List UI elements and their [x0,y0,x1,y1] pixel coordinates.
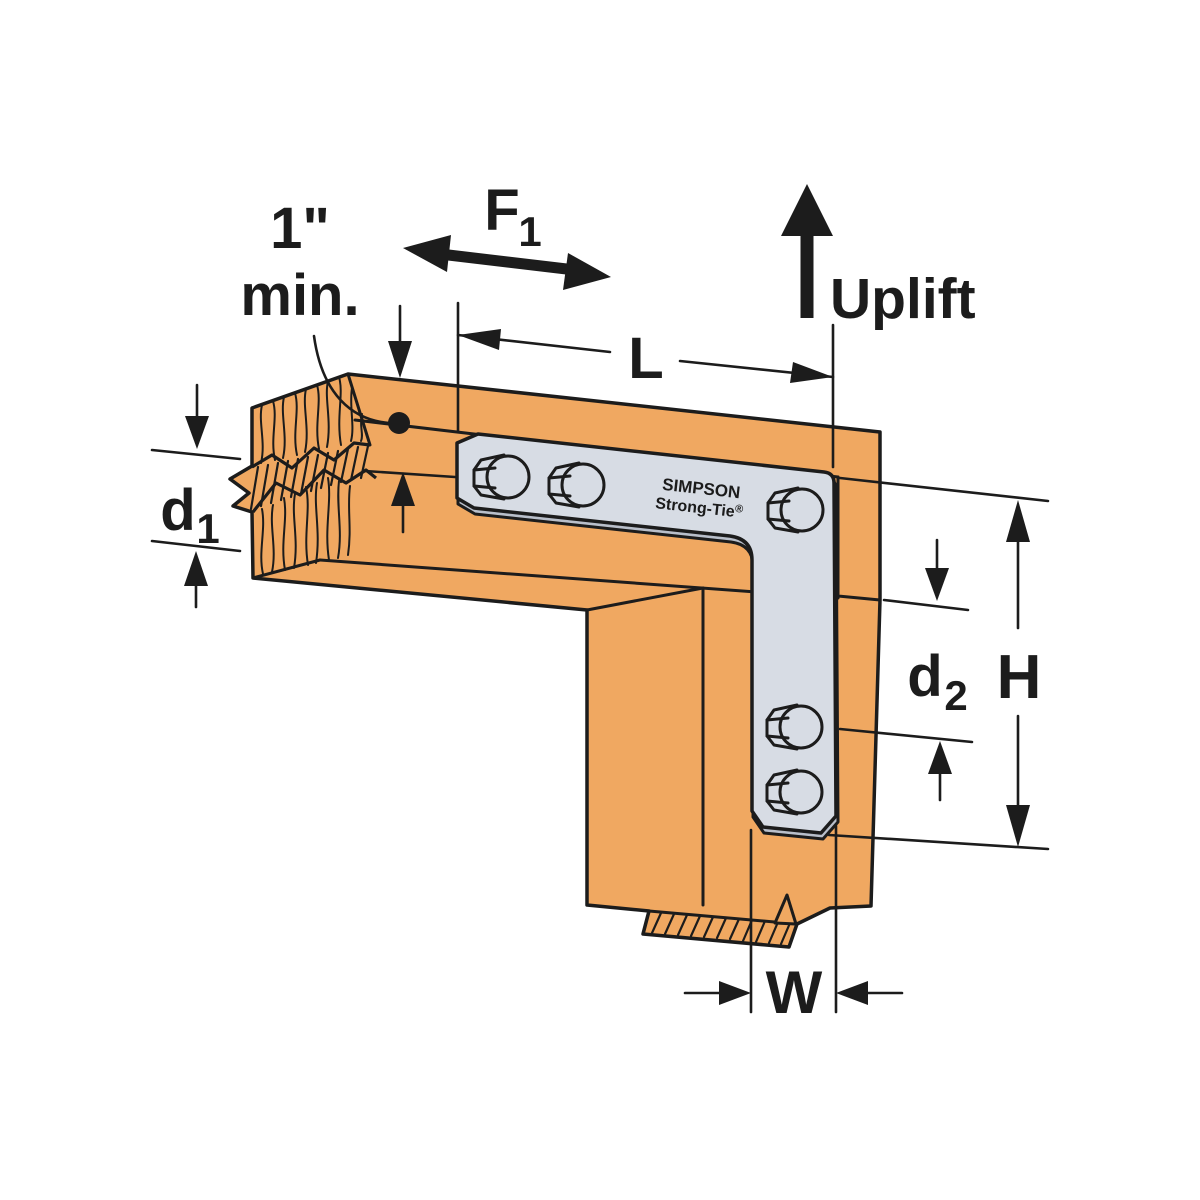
left-arrowhead-icon [836,981,868,1005]
post-cut-hatch-lines [650,911,792,946]
annotations: 1" min. F 1 Uplift [150,178,1050,1026]
up-arrow-icon [391,472,415,506]
down-arrow-icon [1006,805,1030,847]
min-distance-label-line2: min. [240,263,359,328]
d2-label-base: d [907,644,942,709]
wood-grain-lines-upper [259,376,363,464]
right-arrowhead-icon [719,981,751,1005]
d2-dimension: d 2 [838,538,974,802]
dim-label-H: H [997,643,1042,712]
break-zigzag-top [251,441,371,470]
uplift-arrowhead-icon [781,184,833,236]
height-dimension: H [827,476,1050,851]
d1-dimension: d 1 [150,383,457,609]
leader-line [312,334,391,425]
post-cut-splinter [773,893,798,926]
f1-double-arrow-shaft [439,248,576,276]
uplift-annotation: Uplift [781,184,976,331]
angle-bracket: SIMPSON Strong-Tie® [455,432,840,841]
up-arrow-icon [928,741,952,774]
min-edge-distance-annotation: 1" min. [240,196,415,534]
d1-label-sub: 1 [196,505,219,552]
beam-underside-edge [251,558,322,580]
d2-bottom-line [838,727,974,744]
beam-break-top-edge [346,372,372,447]
d1-top-line [150,448,242,461]
brand-stamp: SIMPSON Strong-Tie® [654,475,743,521]
h-ext-line-bottom [827,833,1050,851]
d1-bottom-line [150,539,242,553]
left-arrowhead-icon [403,235,451,272]
down-arrow-icon [925,568,949,601]
f1-label-sub: 1 [518,208,541,255]
d1-label-base: d [160,478,195,543]
f1-label-base: F [484,178,519,243]
up-arrow-icon [1006,500,1030,542]
wood-grain-lines-lower [260,477,351,575]
left-arrowhead-icon [458,329,501,350]
f1-force-annotation: F 1 [403,178,611,290]
dim-label-L: L [628,326,663,391]
d1-top-line-ext [363,469,457,479]
min-distance-label-line1: 1" [270,196,330,261]
bracket-plate-face [455,432,838,835]
beam-break-band [249,441,377,513]
down-arrow-icon [185,416,209,449]
right-arrowhead-icon [790,362,833,383]
d2-label-sub: 2 [944,672,967,719]
break-hatch-lines [249,444,370,511]
length-dimension: L [456,301,835,469]
uplift-label: Uplift [830,267,976,331]
down-arrow-icon [388,341,412,378]
d2-top-line [882,598,970,612]
up-arrow-icon [184,551,208,586]
h-ext-line-top [838,476,1050,503]
post-bottom-cut [647,893,799,946]
width-dimension: W [683,824,904,1026]
right-arrowhead-icon [563,253,611,290]
reference-dot [388,412,410,434]
post-top-edge [585,586,705,612]
dim-label-W: W [766,959,823,1026]
